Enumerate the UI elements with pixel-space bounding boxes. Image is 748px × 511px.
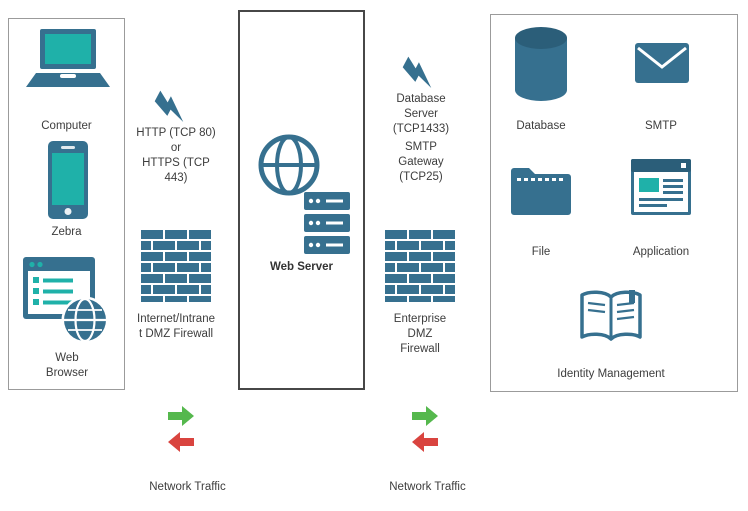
application-window-icon (631, 159, 691, 215)
envelope-icon (635, 43, 689, 83)
server-rack-icon (304, 192, 350, 254)
traffic-left-arrow-icon (168, 432, 194, 452)
computer-label: Computer (41, 120, 92, 132)
zebra-label: Zebra (51, 226, 82, 238)
protocol-label-database: Database Server (TCP1433) (392, 93, 450, 135)
open-book-icon (577, 287, 645, 349)
traffic-right-arrow-icon (412, 406, 438, 426)
smtp-label: SMTP (645, 120, 677, 132)
lightning-bolt-icon (148, 90, 196, 123)
web-server-label: Web Server (269, 261, 334, 273)
traffic-right-arrow-icon (168, 406, 194, 426)
web-browser-label: Web Browser (45, 352, 89, 379)
lightning-bolt-icon (396, 56, 444, 89)
firewall-label-internet: Internet/Intranet DMZ Firewall (137, 313, 215, 340)
backend-zone-box: Database SMTP File (490, 14, 738, 392)
traffic-left-arrow-icon (412, 432, 438, 452)
protocol-label-http: HTTP (TCP 80) or HTTPS (TCP 443) (136, 127, 216, 184)
globe-icon (258, 134, 320, 196)
protocol-label-smtp: SMTP Gateway (TCP25) (398, 141, 444, 183)
web-server-box: Web Server (238, 10, 365, 390)
file-label: File (531, 246, 551, 258)
folder-icon (511, 163, 571, 215)
firewall-brick-wall-icon (385, 230, 455, 302)
network-traffic-label: Network Traffic (389, 481, 466, 493)
database-cylinder-icon (515, 27, 567, 101)
client-zone-box: Computer Zebra (8, 18, 125, 390)
application-label: Application (632, 246, 690, 258)
network-traffic-label: Network Traffic (149, 481, 226, 493)
web-browser-icon (23, 257, 109, 345)
identity-management-label: Identity Management (557, 368, 665, 380)
smartphone-icon (48, 141, 88, 219)
database-label: Database (516, 120, 566, 132)
firewall-brick-wall-icon (141, 230, 211, 302)
laptop-icon (26, 29, 110, 97)
firewall-label-enterprise: Enterprise DMZ Firewall (393, 313, 447, 355)
